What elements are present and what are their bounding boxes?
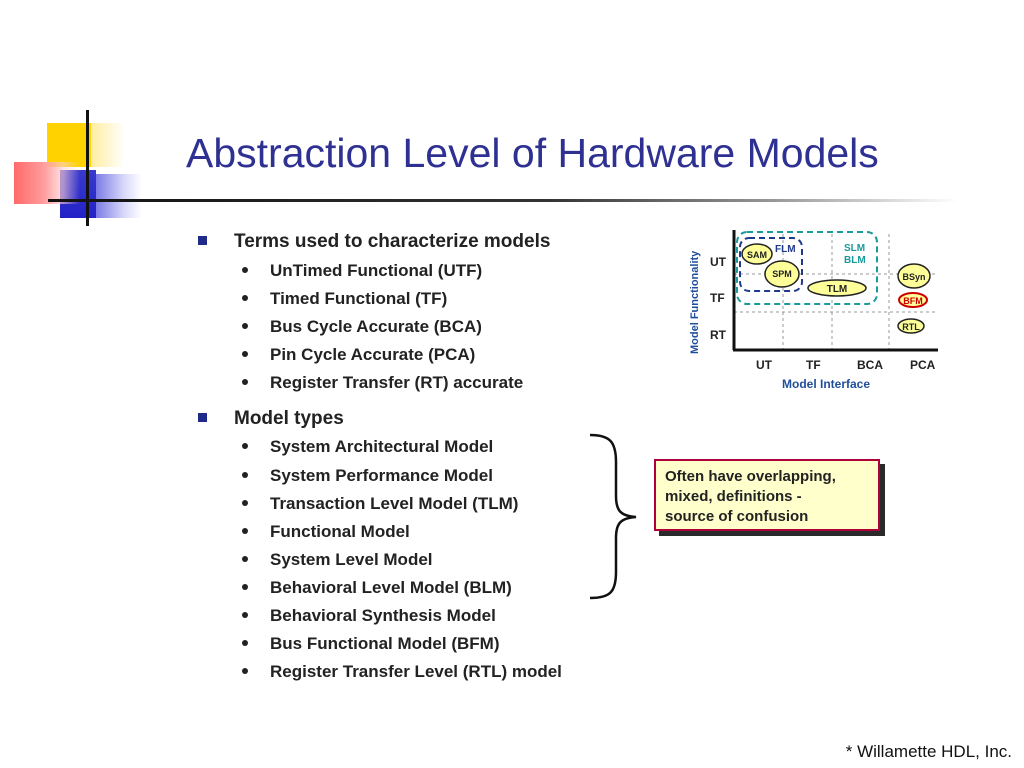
abstraction-diagram: Model Functionality UT TF RT UT TF BCA P… <box>689 230 938 391</box>
square-bullet-icon <box>198 236 207 245</box>
list-item: Timed Functional (TF) <box>242 289 448 309</box>
callout-line: Often have overlapping, <box>665 468 836 485</box>
bfm-label: BFM <box>903 296 923 306</box>
list-item: Behavioral Level Model (BLM) <box>242 578 512 598</box>
bsyn-label: BSyn <box>902 272 925 282</box>
flm-label: FLM <box>775 244 796 255</box>
list-item-label: Register Transfer Level (RTL) model <box>270 662 562 681</box>
list-item-label: Behavioral Level Model (BLM) <box>270 578 512 597</box>
dot-bullet-icon <box>242 500 248 506</box>
list-item: UnTimed Functional (UTF) <box>242 261 483 281</box>
x-axis-title: Model Interface <box>782 377 870 391</box>
callout-box: Often have overlapping, mixed, definitio… <box>654 459 880 531</box>
sam-ellipse <box>741 243 773 265</box>
list-item-model-types-heading: Model types <box>198 408 344 430</box>
spm-label: SPM <box>772 269 792 279</box>
y-tick-label-tf: TF <box>710 291 725 305</box>
list-item: Bus Cycle Accurate (BCA) <box>242 317 482 337</box>
list-item-label: Model types <box>234 408 344 429</box>
list-item-label: Register Transfer (RT) accurate <box>270 373 524 392</box>
flm-region <box>739 237 803 292</box>
dot-bullet-icon <box>242 528 248 534</box>
y-axis-title: Model Functionality <box>689 250 701 354</box>
sam-label: SAM <box>747 250 767 260</box>
list-item-terms-heading: Terms used to characterize models <box>198 231 551 253</box>
list-item-label: Bus Functional Model (BFM) <box>270 634 500 653</box>
slide-title: Abstraction Level of Hardware Models <box>186 130 879 176</box>
dot-bullet-icon <box>242 612 248 618</box>
slm-blm-region <box>736 231 878 305</box>
x-tick-label-tf: TF <box>806 358 821 372</box>
blm-label: BLM <box>844 255 866 266</box>
dot-bullet-icon <box>242 323 248 329</box>
list-item-label: Pin Cycle Accurate (PCA) <box>270 345 476 364</box>
x-tick-label-bca: BCA <box>857 358 883 372</box>
dot-bullet-icon <box>242 379 248 385</box>
list-item-label: Functional Model <box>270 522 410 541</box>
list-item-label: UnTimed Functional (UTF) <box>270 261 483 280</box>
y-tick-label-rt: RT <box>710 328 727 342</box>
list-item-label: System Level Model <box>270 550 433 569</box>
list-item: Transaction Level Model (TLM) <box>242 494 519 514</box>
list-item: Bus Functional Model (BFM) <box>242 634 500 654</box>
list-item: System Architectural Model <box>242 437 494 457</box>
list-item: Pin Cycle Accurate (PCA) <box>242 345 476 365</box>
list-item-label: Timed Functional (TF) <box>270 289 448 308</box>
list-item-label: Bus Cycle Accurate (BCA) <box>270 317 482 336</box>
dot-bullet-icon <box>242 351 248 357</box>
list-item: System Level Model <box>242 550 433 570</box>
list-item: Functional Model <box>242 522 410 542</box>
decor-blue-fade <box>96 174 142 218</box>
list-item-label: Terms used to characterize models <box>234 231 551 252</box>
dot-bullet-icon <box>242 584 248 590</box>
dot-bullet-icon <box>242 556 248 562</box>
dot-bullet-icon <box>242 472 248 478</box>
list-item: Register Transfer Level (RTL) model <box>242 662 562 682</box>
tlm-label: TLM <box>827 284 848 295</box>
dot-bullet-icon <box>242 295 248 301</box>
list-item-label: System Architectural Model <box>270 437 494 456</box>
decor-yellow-fade <box>91 123 125 167</box>
rtl-label: RTL <box>902 322 920 332</box>
dot-bullet-icon <box>242 640 248 646</box>
callout-line: source of confusion <box>665 508 809 525</box>
x-tick-label-ut: UT <box>756 358 773 372</box>
decor-red-fade <box>14 162 80 204</box>
title-underline <box>48 199 958 202</box>
square-bullet-icon <box>198 413 207 422</box>
bsyn-ellipse <box>897 263 931 289</box>
bfm-ellipse <box>898 292 928 308</box>
y-tick-label-ut: UT <box>710 255 727 269</box>
dot-bullet-icon <box>242 668 248 674</box>
list-item: System Performance Model <box>242 466 493 486</box>
tlm-ellipse <box>807 279 867 297</box>
dot-bullet-icon <box>242 443 248 449</box>
slm-label: SLM <box>844 243 865 254</box>
list-item-label: System Performance Model <box>270 466 493 485</box>
list-item: Register Transfer (RT) accurate <box>242 373 524 393</box>
footer-credit: * Willamette HDL, Inc. <box>845 742 1012 761</box>
curly-brace <box>589 433 637 600</box>
x-tick-label-pca: PCA <box>910 358 936 372</box>
rtl-ellipse <box>897 318 925 334</box>
list-item-label: Transaction Level Model (TLM) <box>270 494 519 513</box>
decor-yellow-square <box>47 123 91 167</box>
spm-ellipse <box>764 260 800 288</box>
decor-vertical-line <box>86 110 89 226</box>
dot-bullet-icon <box>242 267 248 273</box>
list-item-label: Behavioral Synthesis Model <box>270 606 496 625</box>
list-item: Behavioral Synthesis Model <box>242 606 496 626</box>
callout-line: mixed, definitions - <box>665 488 802 505</box>
